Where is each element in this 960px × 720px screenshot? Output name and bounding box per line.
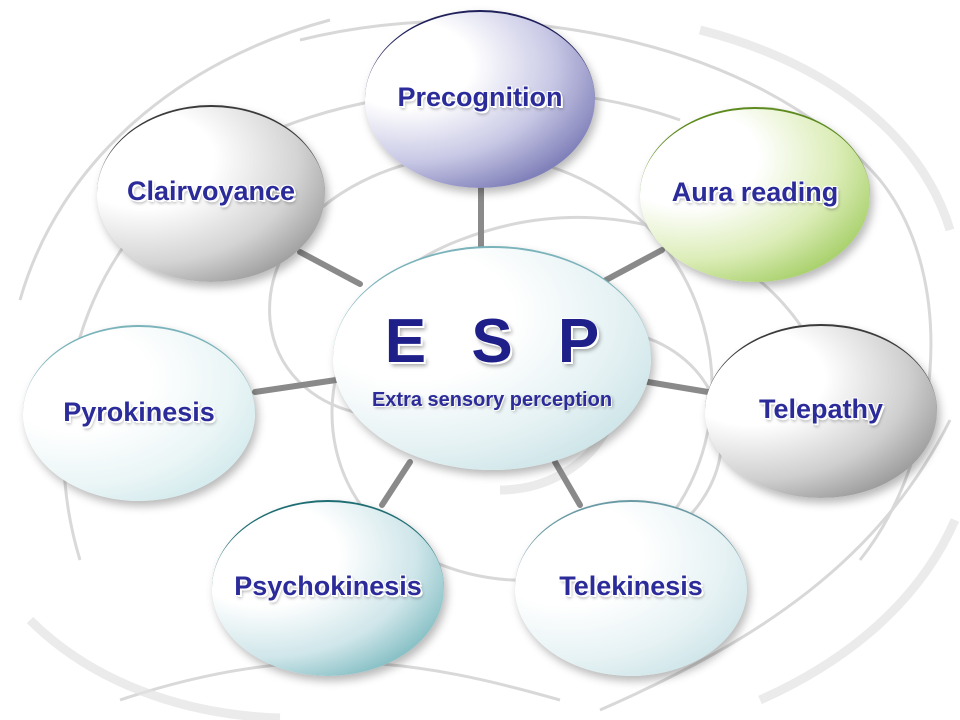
node-label: Telepathy: [758, 393, 884, 424]
center-title: E S P: [384, 306, 614, 376]
connector-clairvoyance: [297, 249, 363, 287]
node-psychokinesis: Psychokinesis: [212, 500, 444, 676]
node-label: Clairvoyance: [126, 176, 296, 206]
node-label: Psychokinesis: [234, 570, 422, 601]
node-label: Pyrokinesis: [63, 396, 215, 427]
connector-aura-reading: [603, 247, 665, 283]
node-telekinesis: Telekinesis: [515, 500, 747, 676]
node-telepathy: Telepathy: [705, 324, 937, 498]
connector-psychokinesis: [379, 459, 413, 508]
center-subtitle: Extra sensory perception: [371, 388, 613, 411]
node-clairvoyance: Clairvoyance: [97, 105, 325, 282]
node-label: Precognition: [397, 81, 563, 112]
node-pyrokinesis: Pyrokinesis: [23, 325, 255, 501]
connector-pyrokinesis: [252, 377, 339, 395]
node-precognition: Precognition: [365, 10, 595, 188]
node-label: Aura reading: [671, 177, 839, 207]
connector-telekinesis: [552, 459, 583, 508]
center-node-esp: E S P Extra sensory perception: [333, 246, 651, 470]
connector-telepathy: [645, 379, 711, 395]
node-aura-reading: Aura reading: [640, 107, 870, 282]
node-label: Telekinesis: [559, 570, 703, 601]
